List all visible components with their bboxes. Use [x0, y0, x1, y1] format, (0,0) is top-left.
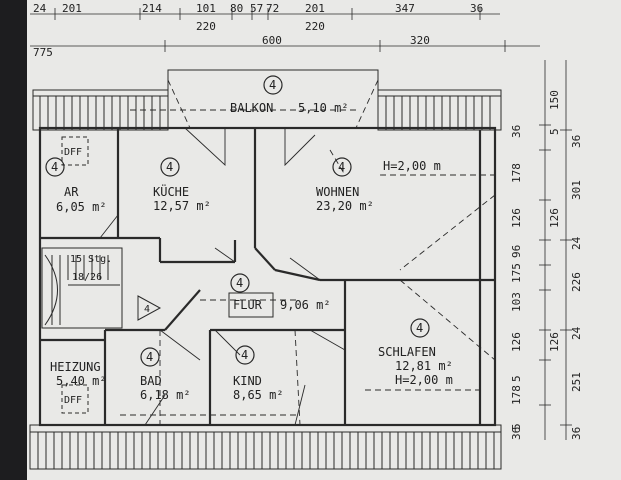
dim-right-18: 226 [570, 272, 583, 292]
room-heizung-tag: DFF [64, 395, 82, 406]
room-ar-tag: DFF [64, 147, 82, 158]
dim-right-19: 126 [548, 332, 561, 352]
dim-right-6: 175 [510, 263, 523, 283]
room-kind-area: 8,65 m² [233, 388, 284, 402]
room-balkon-area: 5,10 m² [298, 101, 349, 115]
dim-right-16: 126 [548, 208, 561, 228]
marker-flur: 4 [236, 276, 243, 290]
dim-top-13: 775 [33, 46, 53, 59]
room-flur-name: FLUR [233, 298, 263, 312]
dim-right-17: 24 [570, 236, 583, 250]
dim-right-15: 301 [570, 180, 583, 200]
dim-right-9: 5 [510, 375, 523, 382]
marker-schlafen: 4 [416, 321, 423, 335]
skylight-heizung [61, 384, 89, 414]
room-bad-name: BAD [140, 374, 162, 388]
dim-right-7: 103 [510, 292, 523, 312]
balcony-railing-top [32, 69, 502, 131]
marker-bad: 4 [146, 350, 153, 364]
room-bad-area: 6,18 m² [140, 388, 191, 402]
dim-right-2: 5 [548, 128, 561, 135]
room-wohnen-height: H=2,00 m [383, 159, 441, 173]
dim-right-14: 36 [570, 135, 583, 148]
dim-right-10: 178 [510, 385, 523, 405]
dim-top-11: 220 [196, 20, 216, 33]
room-markers [45, 75, 430, 367]
room-wohnen-area: 23,20 m² [316, 199, 374, 213]
dim-right-3: 178 [510, 163, 523, 183]
stairs-ratio: 18/26 [72, 272, 102, 283]
dim-top-14: 600 [262, 34, 282, 47]
dim-right-20: 24 [570, 326, 583, 340]
room-ar-name: AR [64, 185, 79, 199]
dim-top-4: 101 [196, 2, 216, 15]
dim-right-1: 150 [548, 90, 561, 110]
marker-kind: 4 [241, 348, 248, 362]
dim-right-8: 126 [510, 332, 523, 352]
dim-right-21: 251 [570, 372, 583, 392]
marker-balkon: 4 [269, 78, 276, 92]
room-heizung-area: 5,40 m² [56, 374, 107, 388]
room-wohnen-name: WOHNEN [316, 185, 359, 199]
staircase [41, 247, 162, 329]
balcony-railing-bottom [29, 424, 502, 470]
skylight-ar [61, 136, 89, 166]
dim-top-7: 72 [266, 2, 279, 15]
room-flur-area: 9,06 m² [280, 298, 331, 312]
marker-kueche: 4 [166, 160, 173, 174]
dim-right-22: 36 [570, 427, 583, 440]
door-swings [99, 127, 346, 426]
marker-ar: 4 [51, 160, 58, 174]
dim-right-4: 126 [510, 208, 523, 228]
dim-top-1: 24 [33, 2, 47, 15]
room-kind-name: KIND [233, 374, 262, 388]
dim-right-13: 36 [510, 427, 523, 440]
dim-top-10: 36 [470, 2, 483, 15]
room-ar-area: 6,05 m² [56, 200, 107, 214]
dim-top-3: 214 [142, 2, 162, 15]
walls [38, 126, 497, 427]
room-kueche-name: KÜCHE [153, 183, 189, 199]
plan-sheet: 24 201 214 101 80 57 72 201 347 36 220 2… [27, 0, 621, 480]
floor-plan: 24 201 214 101 80 57 72 201 347 36 220 2… [29, 2, 583, 470]
dim-right-11: 5 [510, 423, 523, 430]
dimension-lines-right [539, 60, 572, 440]
flur-label-box [228, 292, 274, 318]
marker-wohnen: 4 [338, 160, 345, 174]
dimension-lines-top [30, 8, 540, 52]
dim-top-2: 201 [62, 2, 82, 15]
room-heizung-name: HEIZUNG [50, 360, 101, 374]
marker-stair-arrow: 4 [144, 304, 150, 315]
dim-top-5: 80 [230, 2, 243, 15]
dim-right-12: 36 [510, 125, 523, 138]
dim-right-5: 96 [510, 245, 523, 258]
room-schlafen-name: SCHLAFEN [378, 345, 436, 359]
dim-top-6: 57 [250, 2, 263, 15]
dim-top-8: 201 [305, 2, 325, 15]
stairs-steps: 15 Stg. [70, 254, 112, 265]
room-balkon-name: BALKON [230, 101, 273, 115]
dim-top-9: 347 [395, 2, 415, 15]
dim-top-15: 320 [410, 34, 430, 47]
room-kueche-area: 12,57 m² [153, 199, 211, 213]
dim-top-12: 220 [305, 20, 325, 33]
room-schlafen-height: H=2,00 m [395, 373, 453, 387]
dashed-lines [120, 79, 496, 426]
room-schlafen-area: 12,81 m² [395, 359, 453, 373]
